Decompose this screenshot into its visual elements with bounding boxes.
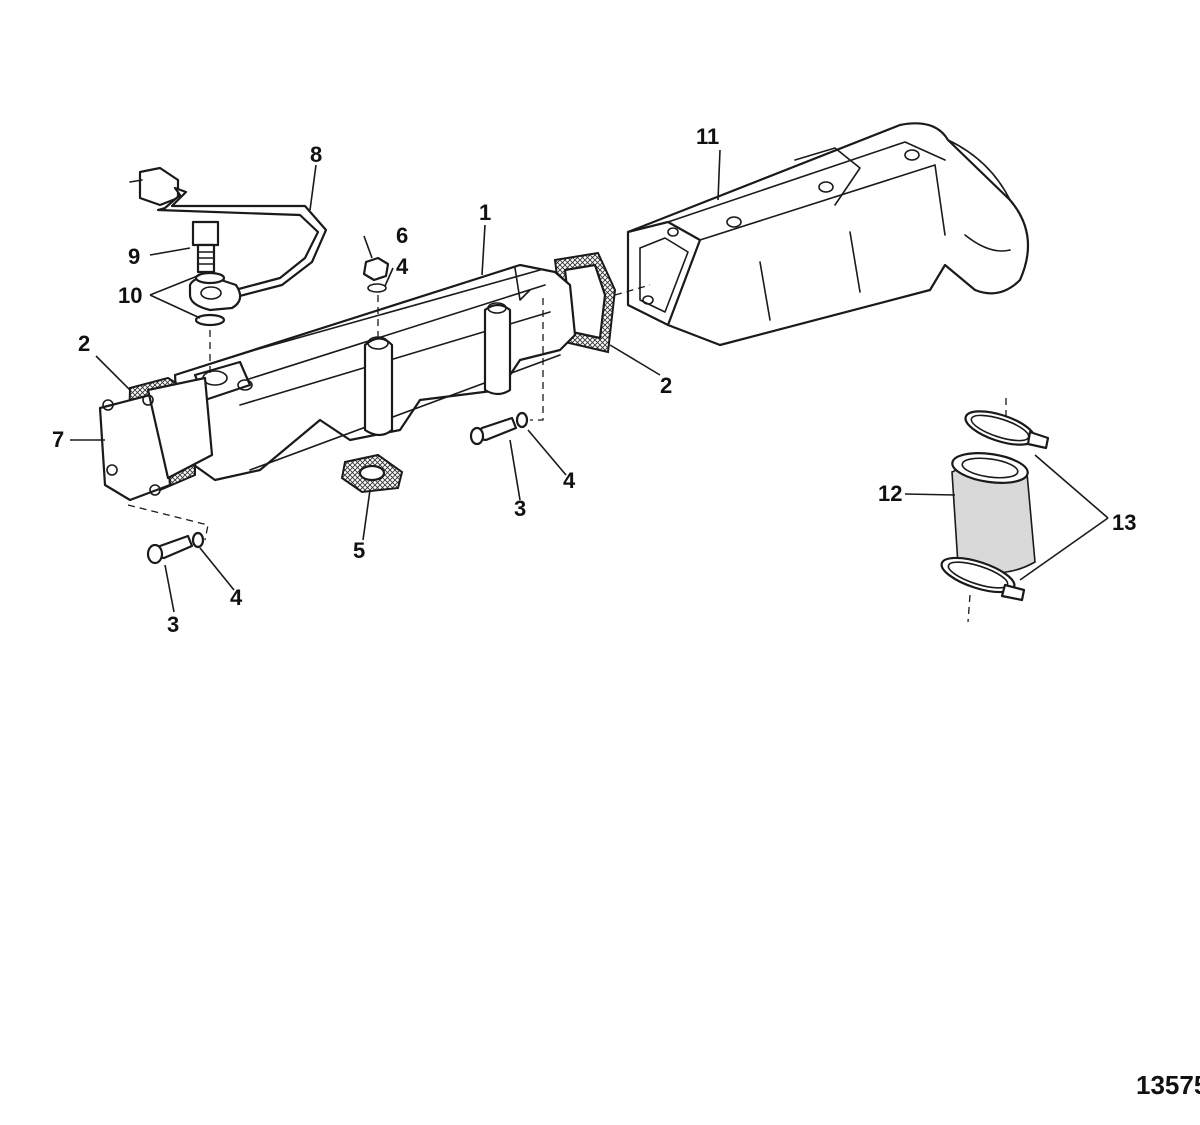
callout-7: 7	[52, 427, 64, 452]
callout-8: 8	[310, 142, 322, 167]
nut-and-washer	[362, 256, 390, 293]
callout-12: 12	[878, 481, 902, 506]
exhaust-hose	[951, 452, 1036, 574]
hose-clamp-lower	[940, 556, 1026, 602]
callout-6: 6	[396, 223, 408, 248]
sealing-washers	[194, 271, 226, 327]
exhaust-elbow	[626, 122, 1030, 347]
callout-2-right: 2	[660, 373, 672, 398]
bolt-right	[469, 411, 529, 446]
oil-line	[129, 166, 328, 312]
leader-lines	[70, 149, 1109, 613]
callout-13: 13	[1112, 510, 1136, 535]
callout-5: 5	[353, 538, 365, 563]
callout-10: 10	[118, 283, 142, 308]
callout-2-left: 2	[78, 331, 90, 356]
figure-number: 13575	[1136, 1070, 1200, 1100]
callout-3-right: 3	[514, 496, 526, 521]
callout-3-left: 3	[167, 612, 179, 637]
bolt-left	[146, 531, 205, 565]
callout-1: 1	[479, 200, 491, 225]
banjo-bolt	[191, 220, 220, 274]
callouts: 1 8 11 6 4 9 10 2 2 7 3 4 5 4 3 12 13	[52, 124, 1136, 637]
exhaust-manifold	[173, 263, 577, 482]
callout-4-left: 4	[230, 585, 243, 610]
hose-clamp-upper	[964, 410, 1050, 450]
callout-11: 11	[696, 124, 719, 149]
callout-4-top: 4	[396, 254, 409, 279]
callout-9: 9	[128, 244, 140, 269]
callout-4-right: 4	[563, 468, 576, 493]
small-gasket	[340, 453, 404, 494]
center-lines	[127, 284, 1007, 623]
end-cover-plate	[98, 376, 214, 502]
